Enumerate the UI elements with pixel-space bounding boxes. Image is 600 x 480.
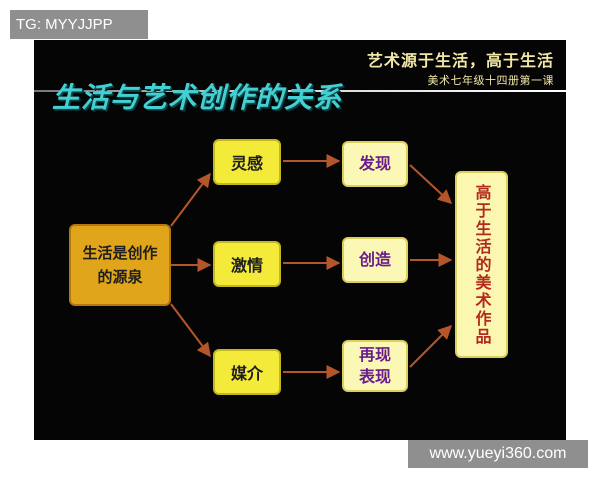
final-artwork-box: 高于生活的美术作品 xyxy=(455,171,508,358)
passion-box: 激情 xyxy=(213,241,281,287)
source-box: 生活是创作的源泉 xyxy=(69,224,171,306)
arrow-source-to-inspiration xyxy=(170,172,211,227)
inspiration-box: 灵感 xyxy=(213,139,281,185)
slide-header-title: 艺术源于生活，高于生活 xyxy=(366,51,554,70)
arrow-represent-to-final xyxy=(409,325,452,368)
represent-box: 再现表现 xyxy=(342,340,408,392)
arrow-discover-to-final xyxy=(409,164,453,204)
header-divider xyxy=(34,90,566,92)
slide-header-subtitle: 美术七年级十四册第一课 xyxy=(427,74,554,87)
flow-arrows xyxy=(170,154,453,379)
arrow-source-to-medium xyxy=(170,303,211,358)
slide-heading: 生活与艺术创作的关系 xyxy=(52,81,343,114)
site-watermark: www.yueyi360.com xyxy=(408,440,588,468)
discover-box: 发现 xyxy=(342,141,408,187)
tg-badge: TG: MYYJJPP xyxy=(10,10,148,39)
create-box: 创造 xyxy=(342,237,408,283)
slide: 艺术源于生活，高于生活 美术七年级十四册第一课 生活与艺术创作的关系 生活是创作… xyxy=(34,40,566,440)
medium-box: 媒介 xyxy=(213,349,281,395)
